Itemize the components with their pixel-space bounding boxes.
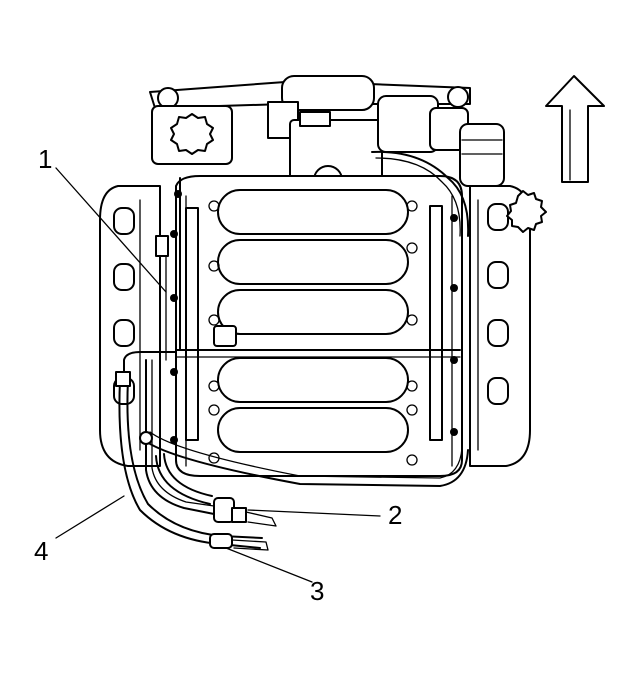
callout-4: 4 <box>34 536 48 566</box>
callout-1: 1 <box>38 144 52 174</box>
intake-manifold <box>170 175 463 477</box>
fuel-lines <box>115 150 470 551</box>
quick-connector-3 <box>209 533 233 549</box>
callout-3: 3 <box>310 576 324 606</box>
callout-2: 2 <box>388 500 402 530</box>
callout-leaders <box>55 167 381 583</box>
up-arrow-icon <box>545 75 605 183</box>
sensor-gear-icon <box>506 190 547 233</box>
left-fuel-rail <box>185 207 199 441</box>
right-fuel-rail <box>429 205 443 441</box>
right-cylinder-head <box>469 185 547 467</box>
alternator-pulley-icon <box>170 113 214 155</box>
